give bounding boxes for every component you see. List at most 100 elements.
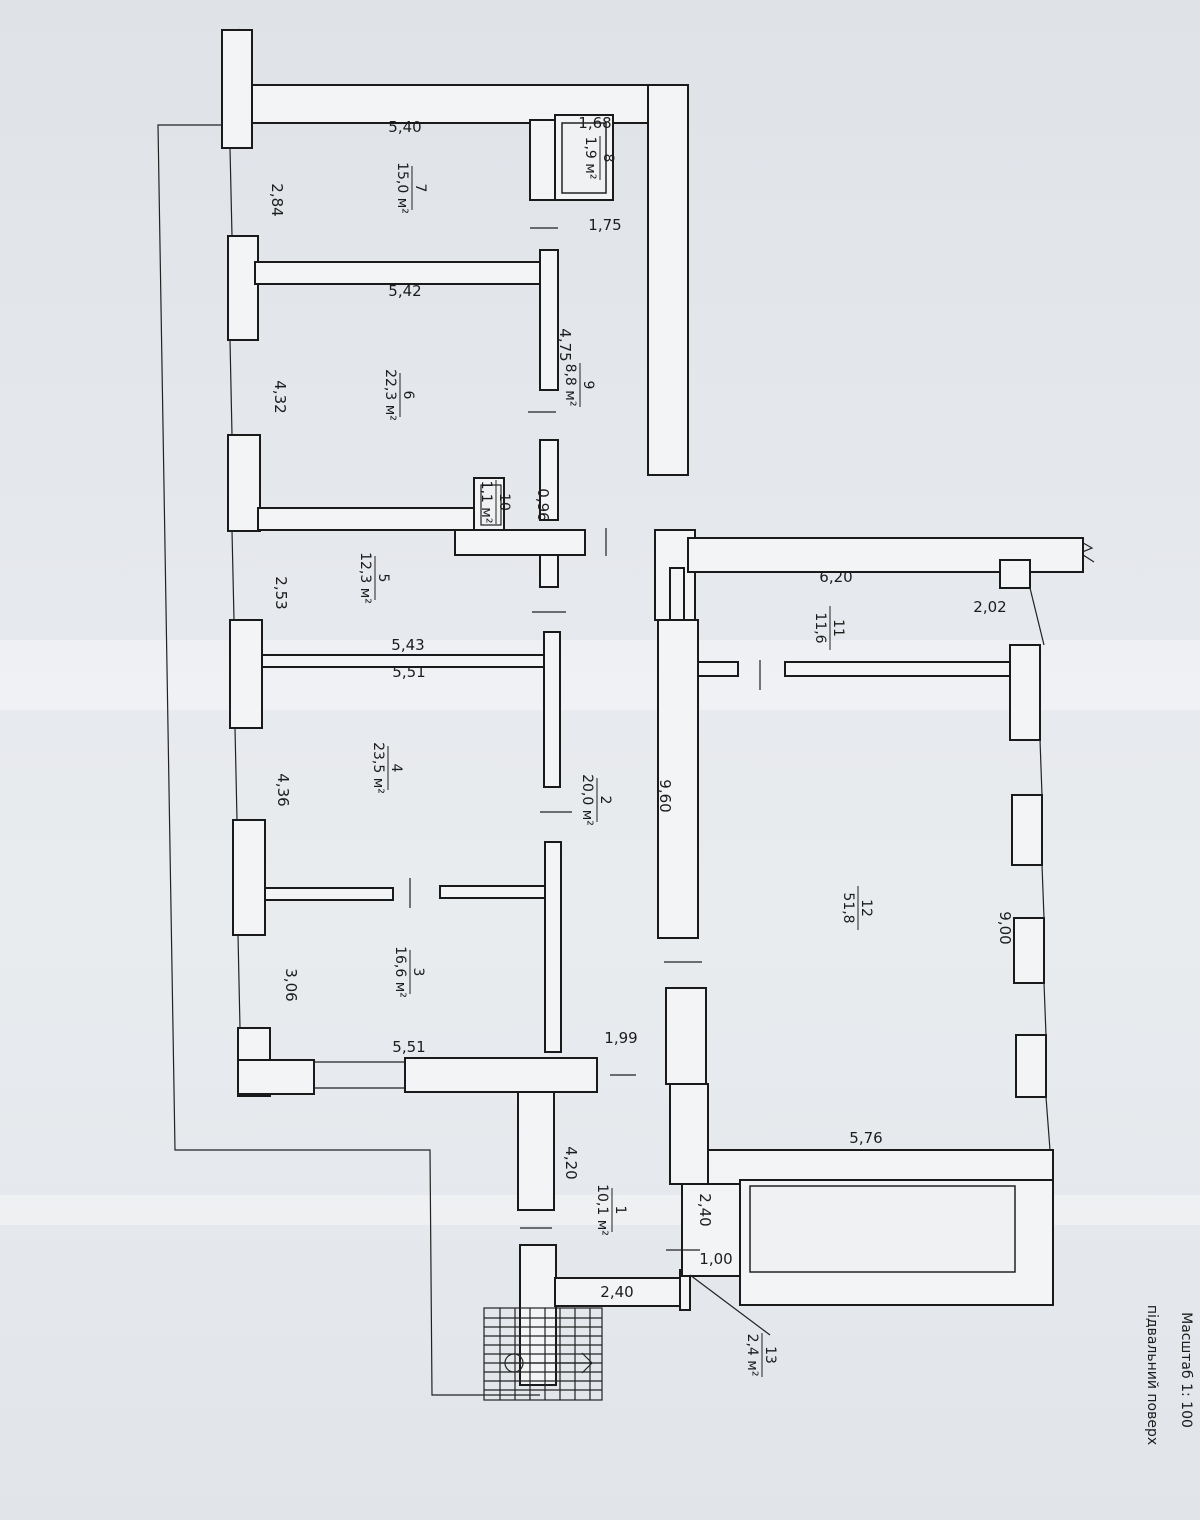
dimension-label: 2,84 <box>268 183 286 216</box>
room-label-7: 715,0 м² <box>394 162 428 214</box>
window-11 <box>1045 1096 1051 1151</box>
room-area: 15,0 м² <box>394 162 410 214</box>
wall-7-6 <box>254 261 556 285</box>
wall-top <box>251 84 689 124</box>
room-number: 9 <box>580 381 596 390</box>
dimension-label: 4,36 <box>274 773 292 806</box>
room-number: 3 <box>410 968 426 977</box>
room-label-2: 220,0 м² <box>579 774 613 826</box>
break-symbol-right <box>1077 539 1095 563</box>
window-7 <box>1029 587 1045 646</box>
wall-room-11-left <box>669 567 685 621</box>
window-5 <box>237 934 241 1029</box>
room-area: 22,3 м² <box>382 369 398 421</box>
window-9 <box>1041 864 1045 919</box>
wall-6-5 <box>257 507 479 531</box>
wall-corridor-right-low <box>665 987 707 1085</box>
dimension-label: 1,99 <box>604 1029 637 1047</box>
right-annex-interior <box>749 1185 1016 1273</box>
room-number: 13 <box>762 1346 778 1364</box>
wall-right-pier-4 <box>1015 1034 1047 1098</box>
room-label-10: 101,1 м² <box>478 480 512 524</box>
room-area: 51,8 <box>840 892 856 923</box>
room-label-8: 81,9 м² <box>582 136 616 180</box>
window-1 <box>229 147 233 237</box>
wall-right-pier-1 <box>1009 644 1041 741</box>
scale-label: Масштаб 1: 100 <box>1178 1312 1194 1428</box>
room-number: 2 <box>597 796 613 805</box>
wall-room-1-left <box>517 1091 555 1211</box>
wall-4-3-right <box>439 885 561 899</box>
room-area: 16,6 м² <box>392 946 408 998</box>
dimension-label: 2,02 <box>973 598 1006 616</box>
room-area: 10,1 м² <box>594 1184 610 1236</box>
dimension-label: 9,00 <box>996 911 1014 944</box>
wall-corridor-upper <box>543 631 561 788</box>
window-2 <box>229 339 233 436</box>
wall-room-1-right <box>669 1083 709 1185</box>
wall-right-pier-2 <box>1011 794 1043 866</box>
dimension-label: 1,68 <box>578 114 611 132</box>
window-10 <box>1043 982 1047 1036</box>
wall-right-upper <box>647 84 689 476</box>
dimension-label: 1,00 <box>699 1250 732 1268</box>
wall-bottom-mid <box>404 1057 598 1093</box>
room-number: 6 <box>400 391 416 400</box>
wall-room-1-left-lower <box>519 1244 557 1386</box>
dimension-label: 0,96 <box>534 488 552 521</box>
dimension-label: 2,53 <box>272 576 290 609</box>
dimension-label: 4,75 <box>556 328 574 361</box>
room-number: 10 <box>496 493 512 511</box>
room-area: 1,1 м² <box>478 481 494 524</box>
dimensions: 5,40 2,84 1,68 1,75 5,42 4,75 4,32 0,96 2,53 5,43… <box>268 114 1014 1301</box>
wall-corridor-right <box>657 619 699 939</box>
wall-left-top <box>221 29 253 149</box>
wall-left-pier-4 <box>229 619 263 729</box>
dimension-label: 5,76 <box>849 1129 882 1147</box>
wall-left-pier-2 <box>227 235 259 341</box>
room-number: 7 <box>412 184 428 193</box>
dimension-label: 5,51 <box>392 1038 425 1056</box>
window-3 <box>231 530 235 621</box>
room-area: 20,0 м² <box>579 774 595 826</box>
room-area: 12,3 м² <box>357 552 373 604</box>
floor-label: підвальний поверх <box>1144 1305 1160 1445</box>
dimension-label: 5,51 <box>392 663 425 681</box>
dimension-label: 1,75 <box>588 216 621 234</box>
room-number: 8 <box>600 154 616 163</box>
dimension-label: 5,40 <box>388 118 421 136</box>
room-label-5: 512,3 м² <box>357 552 391 604</box>
stairs <box>483 1307 603 1401</box>
door-marks <box>409 227 761 1251</box>
dimension-label: 2,40 <box>600 1283 633 1301</box>
wall-11-12-right <box>784 661 1011 677</box>
wall-4-3-left <box>264 887 394 901</box>
wall-5-stub <box>539 554 559 588</box>
dimension-label: 5,43 <box>391 636 424 654</box>
room-label-1: 110,1 м² <box>594 1184 628 1236</box>
dimension-label: 5,42 <box>388 282 421 300</box>
wall-left-pier-5 <box>232 819 266 936</box>
dimension-label: 4,32 <box>271 380 289 413</box>
window-8 <box>1039 739 1043 796</box>
wall-right-pier-3 <box>1013 917 1045 984</box>
room-number: 11 <box>830 619 846 637</box>
room-area: 11,6 <box>812 612 828 643</box>
room-13-leader <box>689 1274 771 1336</box>
room-label-13: 132,4 м² <box>744 1333 778 1377</box>
room-number: 5 <box>375 574 391 583</box>
site-contour <box>157 124 540 1396</box>
wall-room-7-right <box>529 119 556 201</box>
dimension-label: 3,06 <box>282 968 300 1001</box>
wall-bottom-left <box>237 1059 315 1095</box>
room-number: 12 <box>858 899 874 917</box>
wall-9-upper <box>539 249 559 391</box>
dimension-label: 2,40 <box>696 1193 714 1226</box>
wall-right-top-corner <box>999 559 1031 589</box>
room-label-6: 622,3 м² <box>382 369 416 421</box>
wall-11-12-left <box>697 661 739 677</box>
dimension-label: 9,60 <box>656 779 674 812</box>
